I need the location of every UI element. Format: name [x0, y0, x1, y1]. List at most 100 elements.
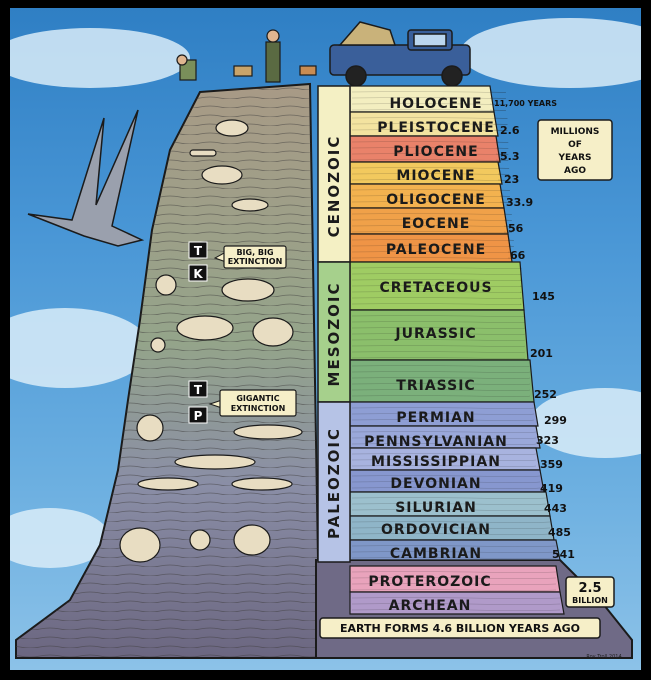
period-label-holocene: HOLOCENE [389, 96, 482, 112]
period-label-mississippian: MISSISSIPPIAN [371, 454, 501, 470]
brachiopod-fossil-icon [189, 529, 211, 551]
band-texture [351, 219, 512, 221]
period-label-permian: PERMIAN [396, 410, 475, 426]
millions-label: MILLIONS [551, 127, 600, 137]
band-texture [351, 437, 537, 439]
band-texture [351, 103, 507, 105]
band-texture [351, 577, 557, 579]
fossils [119, 119, 303, 563]
band-texture [351, 443, 537, 445]
badge-t2: T [194, 383, 203, 397]
band-texture [351, 321, 525, 323]
band-texture [351, 251, 514, 253]
band-texture [351, 419, 535, 421]
band-texture [351, 267, 522, 269]
cliff-strata [16, 84, 318, 658]
fossil-hunters [176, 29, 317, 83]
period-label-archean: ARCHEAN [389, 598, 472, 614]
band-texture [351, 545, 557, 547]
band-texture [351, 383, 531, 385]
era-label-mesozoic: MESOZOIC [325, 282, 343, 387]
age-label: 66 [510, 249, 526, 262]
period-bands [349, 85, 565, 615]
band-texture [351, 407, 535, 409]
years-label: YEARS [557, 153, 591, 163]
kt-extinction-marker: T K BIG, BIG EXTINCTION [188, 241, 287, 282]
tp-label-line2: EXTINCTION [231, 404, 286, 413]
band-texture [351, 297, 522, 299]
band-texture [351, 117, 508, 119]
pterosaur-icon [27, 109, 145, 247]
period-labels: HOLOCENEPLEISTOCENEPLIOCENEMIOCENEOLIGOC… [364, 96, 507, 614]
pickup-truck-icon [329, 21, 471, 87]
leaf-fossil-icon [252, 317, 294, 347]
skull-fossil-icon [201, 165, 243, 185]
dinosaur-skull-fossil-icon [221, 278, 275, 302]
standing-person-icon [265, 41, 281, 83]
age-label: 359 [540, 458, 563, 471]
earth-forms-label: EARTH FORMS 4.6 BILLION YEARS AGO [340, 622, 580, 635]
billion-box: 2.5 BILLION [565, 576, 615, 608]
kt-label-line1: BIG, BIG [236, 248, 273, 257]
band-texture [351, 153, 509, 155]
band-texture [351, 231, 512, 233]
fish-fossil-icon [231, 198, 269, 212]
fish-fossil-icon [233, 424, 303, 440]
band-texture [351, 273, 522, 275]
band-texture [351, 239, 514, 241]
band-texture [351, 533, 551, 535]
band-texture [351, 173, 510, 175]
fish-fossil-icon [174, 454, 256, 470]
period-label-eocene: EOCENE [402, 216, 471, 232]
age-label: 11,700 YEARS [494, 99, 557, 108]
band-texture [351, 509, 547, 511]
band-texture [351, 551, 557, 553]
band-texture [351, 189, 511, 191]
band-texture [351, 91, 507, 93]
band-texture [351, 291, 522, 293]
band-texture [351, 597, 561, 599]
age-label: 323 [536, 434, 559, 447]
band-texture [351, 213, 512, 215]
period-label-paleocene: PALEOCENE [386, 242, 486, 258]
band-texture [351, 303, 522, 305]
earth-forms-banner: EARTH FORMS 4.6 BILLION YEARS AGO [319, 617, 601, 639]
band-texture [351, 583, 557, 585]
band-texture [351, 589, 557, 591]
band-texture [351, 123, 508, 125]
band-texture [351, 279, 522, 281]
age-label: 419 [540, 482, 563, 495]
band-texture [351, 389, 531, 391]
band-texture [351, 413, 535, 415]
band-texture [351, 147, 509, 149]
period-label-ordovician: ORDOVICIAN [381, 522, 491, 538]
band-texture [351, 465, 537, 467]
band-texture [351, 571, 557, 573]
band-texture [351, 527, 551, 529]
billion-unit: BILLION [572, 596, 608, 605]
age-label: 56 [508, 222, 524, 235]
band-texture [351, 557, 557, 559]
badge-k: K [193, 267, 203, 281]
band-texture [351, 109, 507, 111]
band-texture [351, 201, 511, 203]
band-texture [351, 609, 561, 611]
artist-credit: Roy Troll 2014 [586, 654, 621, 660]
period-label-oligocene: OLIGOCENE [386, 192, 486, 208]
band-texture [351, 497, 547, 499]
period-label-miocene: MIOCENE [396, 168, 475, 184]
band-texture [351, 481, 541, 483]
period-label-triassic: TRIASSIC [396, 378, 475, 394]
dog-icon [233, 65, 253, 77]
band-texture [351, 167, 510, 169]
band-texture [351, 257, 514, 259]
band-texture [351, 603, 561, 605]
band-texture [351, 431, 537, 433]
period-label-proterozoic: PROTEROZOIC [368, 574, 491, 590]
millions-of-years-ago-box: MILLIONS OF YEARS AGO [537, 119, 613, 181]
age-label: 541 [552, 548, 575, 561]
ammonite-fossil-icon [136, 414, 164, 442]
band-texture [351, 285, 522, 287]
